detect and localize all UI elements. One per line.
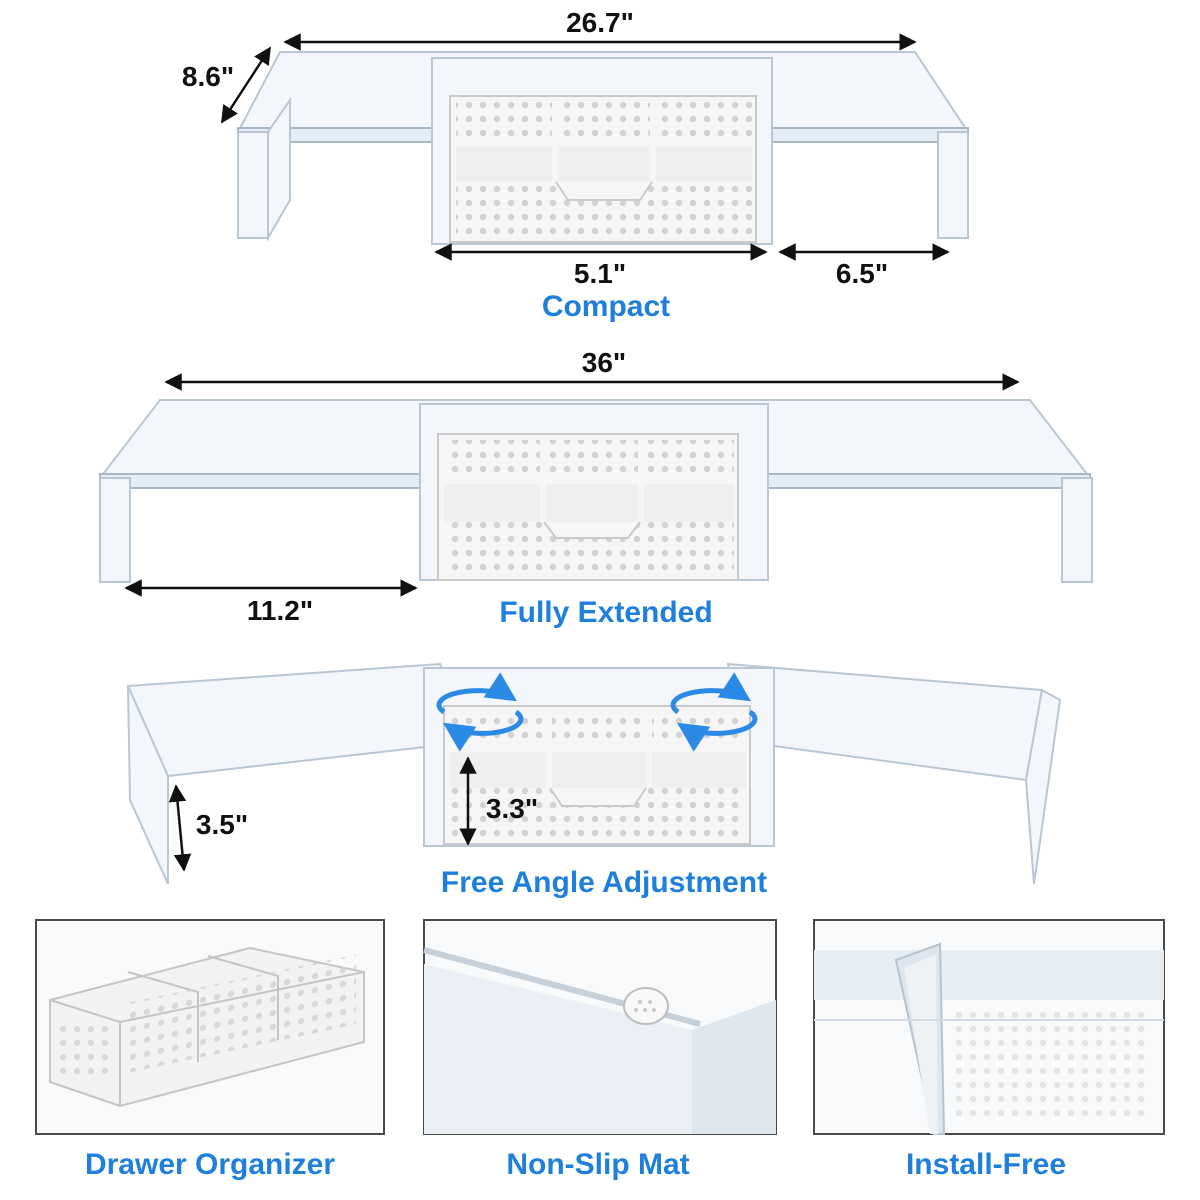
angle-left-shelf [126, 662, 472, 778]
feature-caption-nonslip: Non-Slip Mat [506, 1148, 689, 1181]
angle-left-leg [127, 685, 169, 885]
angle-drawer-height-label: 3.3" [486, 793, 538, 824]
extended-caption: Fully Extended [499, 596, 712, 629]
compact-leg-label: 6.5" [836, 258, 888, 289]
rotate-right-icon [670, 672, 758, 752]
compact-left-leg-side [267, 96, 291, 242]
feature-panel-drawer: Drawer Organizer [35, 919, 385, 1181]
angle-right-shelf [726, 662, 1044, 782]
feature-caption-installfree: Install-Free [906, 1148, 1066, 1181]
compact-view: 26.7" 8.6" 5.1" 6.5" Compact [182, 7, 970, 323]
extended-left-leg [99, 477, 131, 583]
extended-side-label: 11.2" [247, 595, 313, 626]
install-free-photo [814, 942, 1164, 1135]
feature-caption-drawer: Drawer Organizer [85, 1148, 335, 1181]
extended-width-label: 36" [582, 347, 626, 378]
compact-caption: Compact [542, 290, 670, 323]
compact-depth-label: 8.6" [182, 61, 234, 92]
drawer-organizer-photo [49, 946, 365, 1108]
rotate-left-icon [436, 672, 524, 752]
angle-right-leg [1024, 688, 1062, 885]
compact-left-leg [237, 131, 269, 239]
non-slip-mat-photo [423, 947, 776, 1134]
angle-caption: Free Angle Adjustment [441, 866, 767, 899]
feature-panel-nonslip: Non-Slip Mat [423, 919, 777, 1181]
angle-view: 3.5" 3.3" Free Angle Adjustment [126, 662, 1062, 899]
compact-width-label: 26.7" [566, 7, 634, 38]
compact-drawer [449, 95, 757, 243]
feature-panel-installfree: Install-Free [813, 919, 1165, 1181]
angle-height-arrow [168, 784, 192, 872]
extended-drawer [437, 433, 739, 581]
angle-height-label: 3.5" [196, 809, 248, 840]
compact-right-leg [937, 131, 969, 239]
extended-right-leg [1061, 477, 1093, 583]
compact-depth-arrow [220, 46, 272, 124]
compact-drawer-label: 5.1" [574, 258, 626, 289]
extended-view: 36" 11.2" Fully Extended [97, 347, 1093, 629]
